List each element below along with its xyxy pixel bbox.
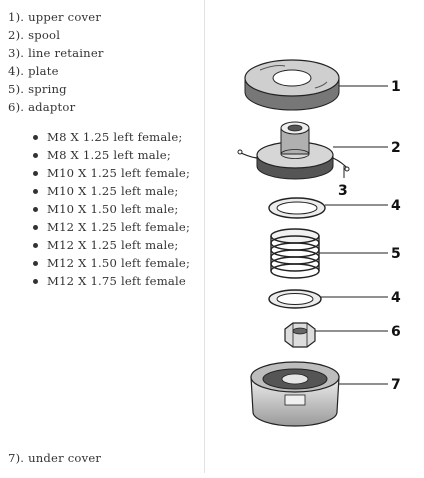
upper-cover-shape <box>244 59 340 111</box>
thread-option: M12 X 1.75 left female <box>33 272 201 290</box>
thread-option: M12 X 1.25 left female; <box>33 218 201 236</box>
thread-option: M8 X 1.25 left male; <box>33 146 201 164</box>
bullet-icon <box>33 171 38 176</box>
thread-options-list: M8 X 1.25 left female; M8 X 1.25 left ma… <box>33 128 201 290</box>
bullet-icon <box>33 279 38 284</box>
bullet-icon <box>33 153 38 158</box>
bullet-icon <box>33 135 38 140</box>
bullet-icon <box>33 261 38 266</box>
part-item: 1). upper cover <box>8 10 102 24</box>
thread-option: M10 X 1.50 left male; <box>33 200 201 218</box>
column-divider <box>204 0 205 473</box>
parts-list: 1). upper cover 2). spool 3). line retai… <box>8 8 104 116</box>
thread-option: M10 X 1.25 left male; <box>33 182 201 200</box>
adaptor-nut-shape <box>284 322 316 348</box>
part-item: 4). plate <box>8 64 59 78</box>
callout-label-7: 7 <box>391 377 401 393</box>
callout-label-2: 2 <box>391 140 401 156</box>
callout-label-3: 3 <box>338 183 348 199</box>
plate-shape-lower <box>268 289 322 309</box>
spring-shape <box>270 228 320 279</box>
bullet-icon <box>33 225 38 230</box>
callout-label-1: 1 <box>391 79 401 95</box>
callout-label-4: 4 <box>391 198 401 214</box>
thread-option: M12 X 1.25 left male; <box>33 236 201 254</box>
spool-shape <box>256 121 334 180</box>
parts-text-panel: 1). upper cover 2). spool 3). line retai… <box>0 0 204 473</box>
thread-option: M12 X 1.50 left female; <box>33 254 201 272</box>
callout-label-4b: 4 <box>391 290 401 306</box>
part-item: 5). spring <box>8 82 67 96</box>
under-cover-shape <box>250 361 340 427</box>
thread-option: M8 X 1.25 left female; <box>33 128 201 146</box>
callout-label-6: 6 <box>391 324 401 340</box>
part-item: 2). spool <box>8 28 61 42</box>
trimmer-head-exploded-diagram: 1 2 3 4 5 4 6 7 <box>237 59 401 427</box>
bullet-icon <box>33 189 38 194</box>
leader-lines <box>315 85 388 385</box>
plate-shape-upper <box>268 197 326 219</box>
thread-option: M10 X 1.25 left female; <box>33 164 201 182</box>
part-item: 3). line retainer <box>8 46 104 60</box>
exploded-diagram-panel: 1 2 3 4 5 4 6 7 <box>205 0 424 473</box>
bullet-icon <box>33 243 38 248</box>
bullet-icon <box>33 207 38 212</box>
callout-label-5: 5 <box>391 246 401 262</box>
line-retainer-shape <box>237 149 350 172</box>
part-item: 6). adaptor <box>8 100 76 114</box>
part-item-under-cover: 7). under cover <box>8 451 102 465</box>
